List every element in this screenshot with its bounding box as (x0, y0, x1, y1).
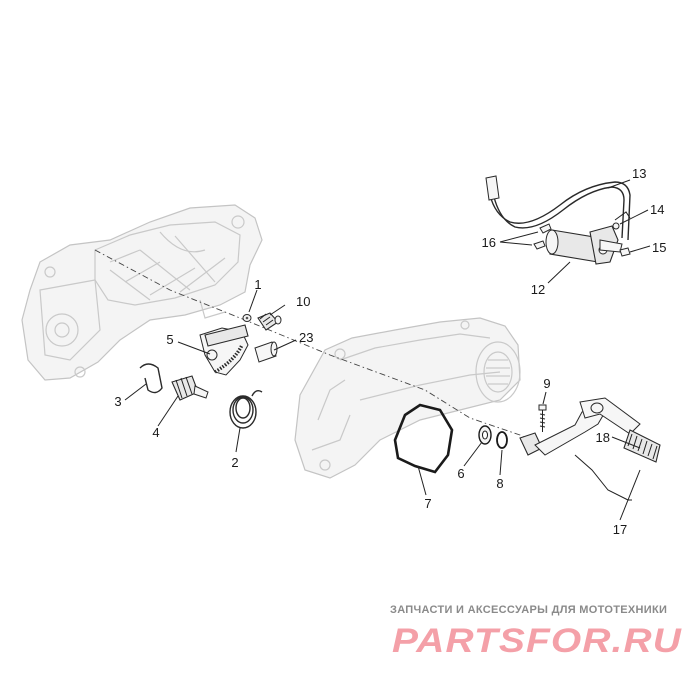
part-5-sector-gear (199, 324, 249, 376)
callout-3: 3 (114, 394, 121, 409)
watermark-logo-text: PARTSFOR.RU (392, 622, 683, 660)
part-16-screws (533, 223, 552, 250)
callout-13: 13 (632, 166, 646, 181)
part-3-clip (139, 363, 163, 394)
part-13-wire-harness (485, 175, 631, 241)
callout-1: 1 (254, 277, 261, 292)
crankcase-ghost (21, 204, 263, 381)
callout-2: 2 (231, 455, 238, 470)
callout-12: 12 (531, 282, 545, 297)
part-23-bush (254, 341, 278, 363)
callout-leaders (124, 179, 651, 521)
callout-5: 5 (166, 332, 173, 347)
part-17-kick-lever (519, 397, 641, 456)
part-2-return-spring (229, 389, 263, 429)
callout-16: 16 (482, 235, 496, 250)
part-14-terminal-nut (612, 222, 620, 230)
watermark-tagline: ЗАПЧАСТИ И АКСЕССУАРЫ ДЛЯ МОТОТЕХНИКИ (390, 604, 668, 616)
assembly-axis (94, 249, 546, 449)
part-10-pinion (257, 312, 282, 331)
callout-17: 17 (613, 522, 627, 537)
part-4-kick-shaft (171, 375, 209, 401)
callout-4: 4 (152, 425, 159, 440)
watermark-logo: PARTSFOR.RU (392, 622, 683, 660)
callout-14: 14 (650, 202, 664, 217)
part-15-nut (619, 247, 631, 257)
part-9-bolt (538, 404, 547, 432)
callout-6: 6 (457, 466, 464, 481)
part-8-oring (496, 431, 508, 449)
callout-7: 7 (424, 496, 431, 511)
part-6-washer (478, 425, 492, 445)
callout-8: 8 (496, 476, 503, 491)
callout-15: 15 (652, 240, 666, 255)
part-7-gasket (393, 403, 454, 474)
part-18-pedal-rubber (623, 429, 661, 463)
part-1-bushing (242, 314, 252, 322)
part-12-starter-motor (545, 225, 623, 265)
callout-9: 9 (543, 376, 550, 391)
callout-18: 18 (596, 430, 610, 445)
callout-23: 23 (299, 330, 313, 345)
transmission-cover-ghost (294, 317, 521, 479)
callout-10: 10 (296, 294, 310, 309)
